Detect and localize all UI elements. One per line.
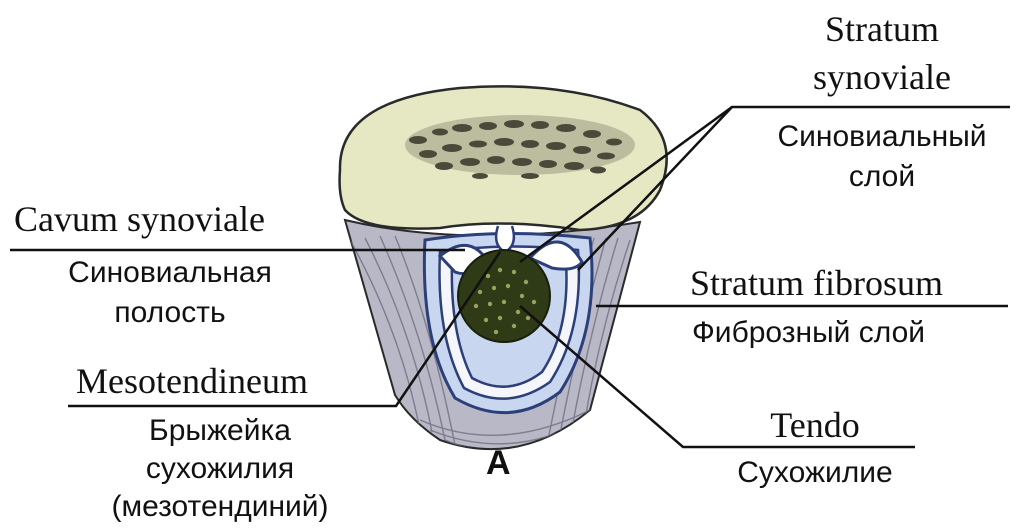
tendon	[458, 250, 550, 342]
label-mesotendineum-latin: Mesotendineum	[76, 360, 308, 402]
label-cavum-synoviale-latin: Cavum synoviale	[14, 198, 265, 240]
label-stratum-fibrosum-latin: Stratum fibrosum	[690, 262, 943, 304]
label-stratum-synoviale-latin-2: synoviale	[782, 56, 982, 98]
label-stratum-synoviale-russian-1: Синовиальный	[752, 120, 1012, 154]
label-tendo-russian: Сухожилие	[700, 456, 930, 490]
label-mesotendineum-russian-2: сухожилия	[70, 452, 370, 486]
panel-letter: A	[486, 444, 511, 483]
mesotendineum-fold	[496, 226, 514, 252]
label-tendo-latin: Tendo	[730, 404, 900, 446]
label-stratum-synoviale-russian-2: слой	[782, 160, 982, 194]
label-mesotendineum-russian-1: Брыжейка	[70, 414, 370, 448]
label-mesotendineum-russian-3: (мезотендиний)	[60, 490, 380, 524]
label-cavum-synoviale-russian-2: полость	[30, 296, 310, 330]
spongy-bone	[405, 115, 635, 179]
label-stratum-synoviale-latin-1: Stratum	[792, 8, 972, 50]
label-stratum-fibrosum-russian: Фиброзный слой	[692, 316, 925, 350]
label-cavum-synoviale-russian-1: Синовиальная	[30, 256, 310, 290]
bone	[340, 86, 667, 230]
